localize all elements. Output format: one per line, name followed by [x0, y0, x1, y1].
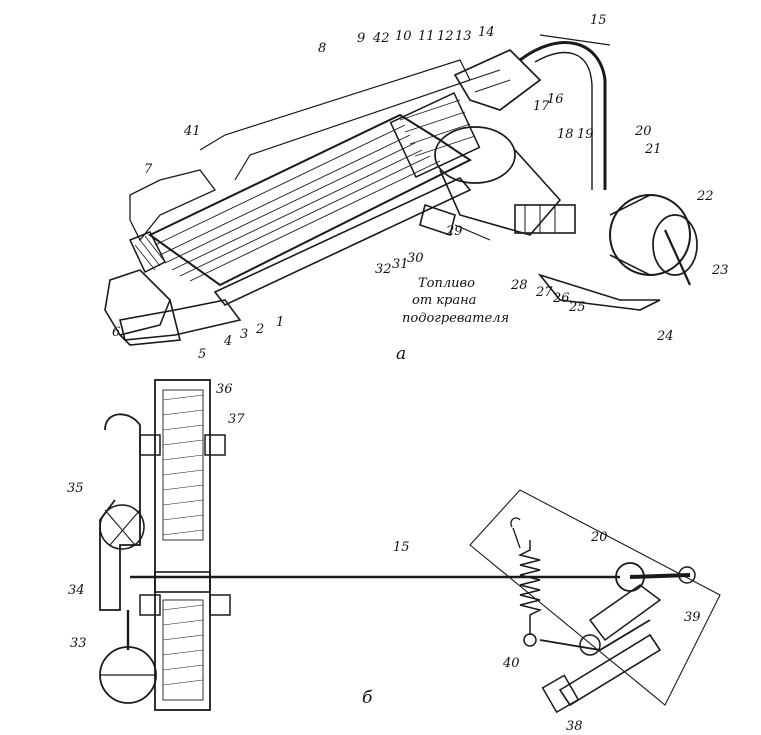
- callout-19: 19: [577, 127, 594, 142]
- callout-2: 2: [255, 322, 264, 337]
- callout-b-37: 37: [228, 412, 245, 427]
- callout-1: 1: [276, 315, 284, 330]
- callout-7: 7: [144, 162, 153, 177]
- linkage-drawing: [99, 379, 721, 714]
- callout-26: 26: [552, 291, 570, 306]
- callout-24: 24: [656, 329, 674, 344]
- callout-10: 10: [395, 29, 412, 44]
- fuel-caption-line3: подогревателя: [402, 311, 509, 326]
- callout-b-33: 33: [70, 636, 87, 651]
- heater-assembly-drawing: [104, 34, 698, 346]
- callout-b-36: 36: [216, 382, 233, 397]
- callout-25: 25: [568, 300, 586, 315]
- part-a-sublabel: а: [396, 344, 406, 364]
- part-b-labels: 36 37 35 34 33 15 20 39 40 38 б: [67, 382, 701, 734]
- callout-11: 11: [418, 29, 435, 44]
- callout-20: 20: [634, 124, 652, 139]
- callout-31: 31: [392, 257, 409, 272]
- part-a-labels: 1 2 3 4 5 6 7 8 9 10 11 12 13 14 15 16 1…: [112, 13, 729, 364]
- callout-6: 6: [112, 325, 120, 340]
- callout-41: 41: [183, 124, 201, 139]
- callout-17: 17: [533, 99, 550, 114]
- callout-b-38: 39: [684, 610, 701, 625]
- callout-16: 16: [547, 92, 564, 107]
- callout-b-35: 35: [67, 481, 84, 496]
- part-b-sublabel: б: [362, 688, 373, 708]
- callout-30: 30: [407, 251, 424, 266]
- callout-42: 42: [372, 31, 390, 46]
- callout-4: 4: [223, 334, 232, 349]
- callout-9: 9: [357, 31, 365, 46]
- callout-13: 13: [455, 29, 472, 44]
- callout-b-40: 40: [502, 656, 520, 671]
- callout-b-15: 15: [393, 540, 410, 555]
- fuel-caption-line1: Топливо: [418, 276, 475, 291]
- callout-5: 5: [198, 347, 206, 362]
- callout-3: 3: [240, 327, 248, 342]
- callout-27: 27: [535, 285, 553, 300]
- callout-8: 8: [318, 41, 326, 56]
- callout-28: 28: [510, 278, 528, 293]
- callout-12: 12: [437, 29, 454, 44]
- fuel-caption-line2: от крана: [412, 293, 476, 308]
- callout-b-20: 20: [590, 530, 608, 545]
- callout-29: 29: [445, 224, 463, 239]
- callout-b-39: 38: [566, 719, 583, 730]
- callout-23: 23: [711, 263, 729, 278]
- callout-b-34: 34: [68, 583, 85, 598]
- callout-22: 22: [696, 189, 714, 204]
- callout-15: 15: [590, 13, 607, 28]
- callout-21: 21: [644, 142, 662, 157]
- callout-14: 14: [478, 25, 495, 40]
- callout-32: 32: [375, 262, 392, 277]
- callout-18: 18: [557, 127, 574, 142]
